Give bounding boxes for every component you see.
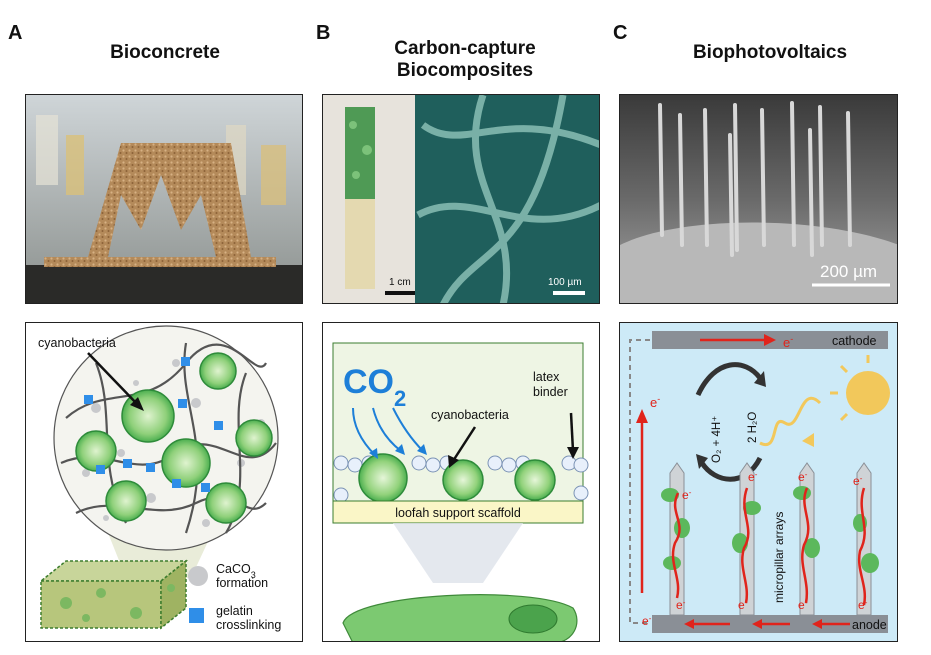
- caco3-label: CaCO3: [216, 562, 256, 580]
- electron-pillar-1: e-: [682, 488, 692, 503]
- cyanobacteria-cells: [75, 352, 273, 524]
- scaffold-label: loofah support scaffold: [395, 506, 521, 520]
- bioconcrete-photo: [25, 94, 303, 304]
- sun-icon: [846, 371, 890, 415]
- scale-bar-200um: 200 µm: [820, 262, 877, 281]
- gelatin-legend-icon: [189, 608, 204, 623]
- micropillar-array: [669, 462, 872, 616]
- crosslinking-label: crosslinking: [216, 618, 281, 632]
- binder-label: binder: [533, 385, 568, 399]
- cyanobacteria-label: cyanobacteria: [38, 336, 116, 350]
- cyanobacteria-label-b: cyanobacteria: [431, 408, 509, 422]
- electron-pillar-3: e-: [798, 470, 808, 485]
- bioconcrete-diagram: cyanobacteria CaCO3 formation gelatin cr…: [25, 322, 303, 642]
- panel-title-c: Biophotovoltaics: [692, 42, 848, 63]
- caco3-legend-icon: [188, 566, 208, 586]
- electron-base-3: e-: [798, 598, 808, 613]
- electron-base-4: e-: [858, 598, 868, 613]
- co2-label: CO2: [343, 363, 406, 411]
- electron-base-1: e-: [676, 598, 686, 613]
- electron-pillar-4: e-: [853, 474, 863, 489]
- micropillars: [658, 101, 852, 257]
- anode-label: anode: [852, 618, 887, 632]
- panel-title-a-line: Bioconcrete: [110, 42, 220, 63]
- electron-pillar-2: e-: [748, 470, 758, 485]
- panel-label-c: C: [613, 22, 628, 44]
- gelatin-label: gelatin: [216, 604, 253, 618]
- panel-label-b: B: [316, 22, 331, 44]
- cyanobacteria-arrow: [87, 352, 139, 406]
- micropillar-photo: 200 µm: [619, 94, 898, 304]
- gelatin-crosslinks: [84, 357, 223, 492]
- biocomposite-photo: 1 cm 100 µm: [322, 94, 600, 304]
- electron-base-2: e-: [738, 598, 748, 613]
- reaction-water: 2 H₂O: [747, 412, 759, 443]
- scale-bar-100um: 100 µm: [548, 277, 582, 288]
- biocomposite-diagram: loofah support scaffold CO2 latex binder…: [322, 322, 600, 642]
- electron-paths: [671, 487, 867, 606]
- cathode-label: cathode: [832, 334, 877, 348]
- light-wave: [759, 396, 822, 447]
- scale-bar-1cm: 1 cm: [389, 277, 411, 288]
- latex-label: latex: [533, 370, 560, 384]
- electron-cathode: e-: [783, 334, 793, 350]
- panel-title-b-line-2: Biocomposites: [396, 60, 534, 81]
- electron-wire: e-: [650, 394, 660, 410]
- panel-label-a: A: [8, 22, 23, 44]
- caco3-formation-label: formation: [216, 576, 268, 590]
- electron-anode-left: e-: [642, 614, 652, 629]
- micropillar-label: micropillar arrays: [772, 512, 786, 603]
- panel-title-b: Carbon-capture Biocomposites: [340, 38, 590, 82]
- panel-title-a: Bioconcrete: [40, 42, 290, 64]
- biophotovoltaic-diagram: cathode anode e- e- O₂ + 4H⁺ 2 H₂O: [619, 322, 898, 642]
- panel-title-b-line-1: Carbon-capture: [394, 38, 536, 59]
- reaction-oxygen: O₂ + 4H⁺: [711, 416, 723, 463]
